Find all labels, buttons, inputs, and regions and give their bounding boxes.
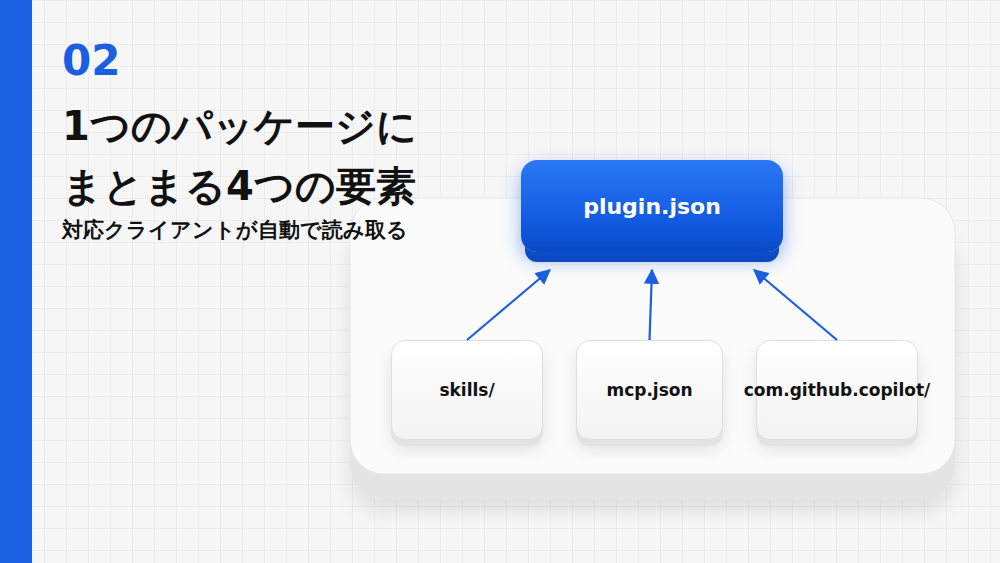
- component-box: com.github.copilot/: [756, 340, 918, 440]
- manifest-box: plugin.json: [521, 160, 783, 252]
- slide-title: 1つのパッケージに まとまる4つの要素: [62, 96, 502, 216]
- node-text: mcp.json: [600, 380, 698, 400]
- component-box: skills/: [391, 340, 543, 440]
- accent-bar: [0, 0, 32, 563]
- node-text: plugin.json: [577, 194, 727, 219]
- arrow-connector: [650, 270, 653, 340]
- subtitle: 対応クライアントが自動で読み取る: [62, 218, 408, 243]
- node-text: skills/: [433, 380, 500, 400]
- arrow-connector: [467, 270, 550, 340]
- section-number: 02: [62, 40, 120, 82]
- arrow-connector: [754, 270, 837, 340]
- component-box: mcp.json: [576, 340, 723, 440]
- node-text: com.github.copilot/: [738, 380, 936, 400]
